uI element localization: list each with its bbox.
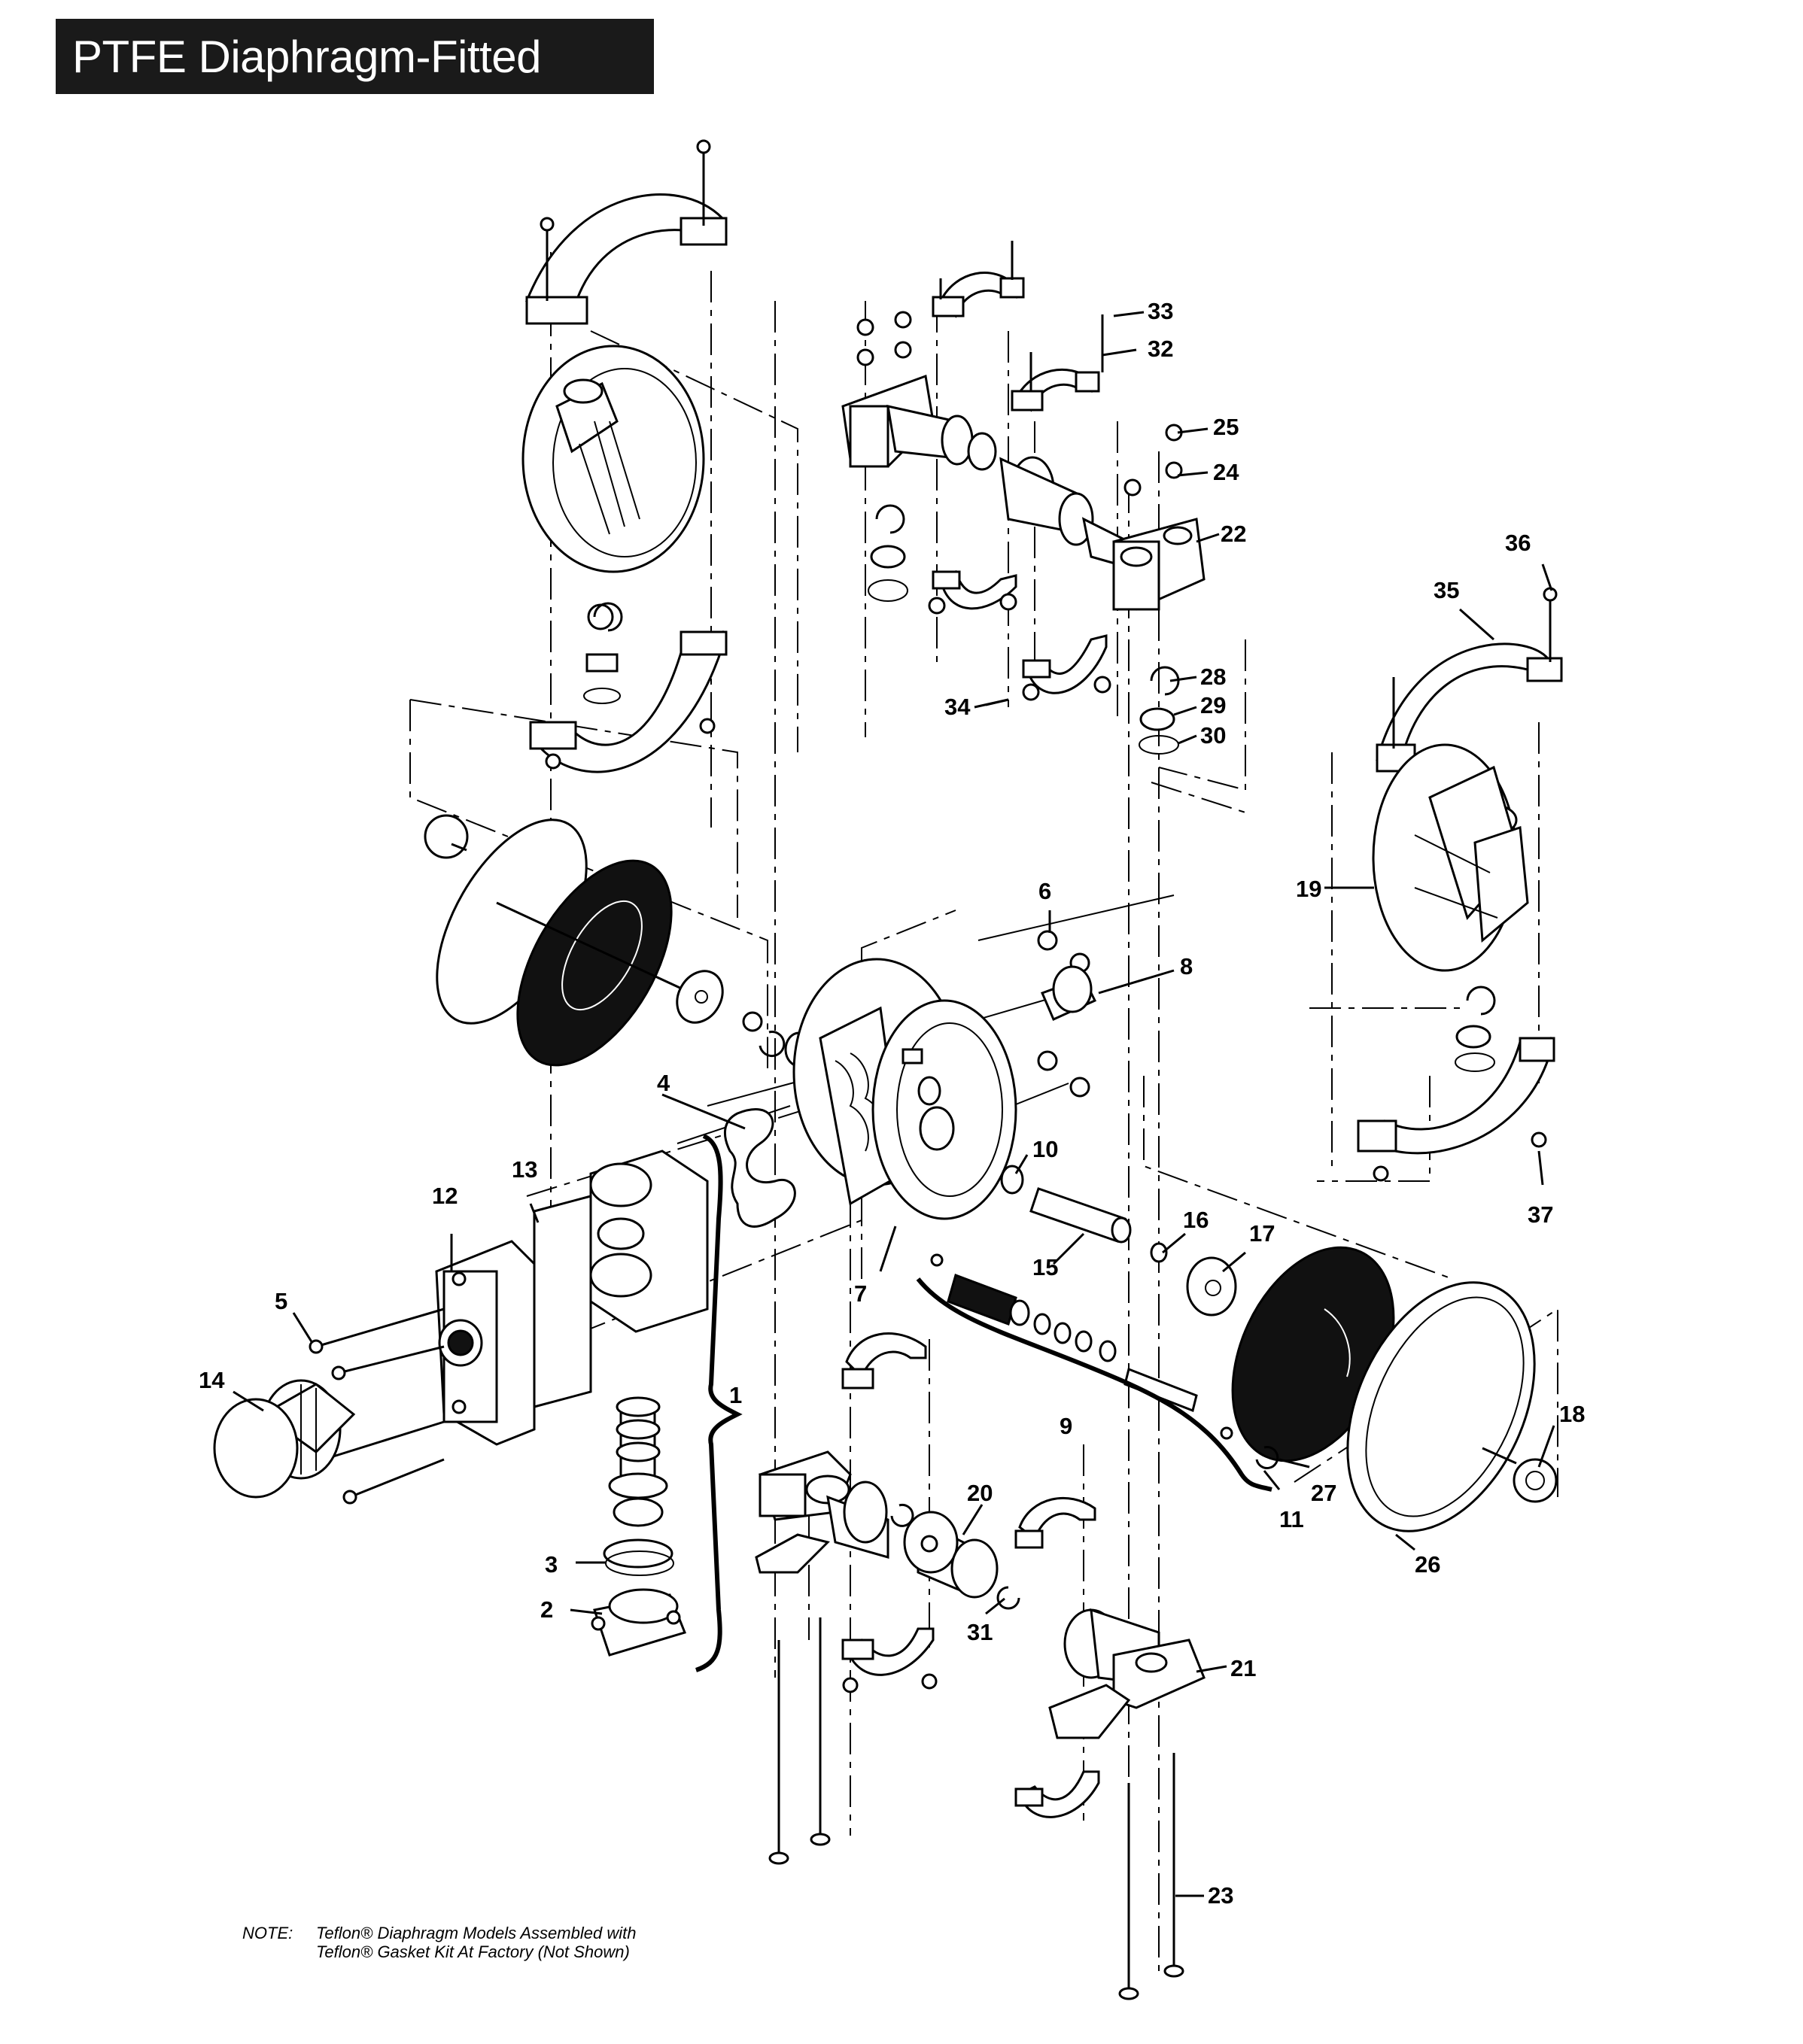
footnote-line-2: Teflon® Gasket Kit At Factory (Not Shown… [316,1942,630,1961]
callout-14: 14 [199,1367,225,1393]
right-liquid-chamber [1357,587,1563,1182]
right-diaphragm-assembly [1186,1246,1558,1532]
callout-5: 5 [275,1288,287,1314]
page-title-text: PTFE Diaphragm-Fitted [72,31,542,82]
pilot-valve-assembly [916,1253,1272,1492]
left-diaphragm-assembly [424,814,814,1068]
callout-7: 7 [854,1280,867,1307]
callout-13: 13 [512,1156,537,1183]
callout-10: 10 [1032,1136,1058,1162]
leader-lines [233,311,1555,1897]
callout-labels: 1 2 3 4 5 6 7 8 9 10 11 12 13 14 15 16 1… [199,298,1585,1909]
callout-37: 37 [1528,1201,1553,1228]
callout-34: 34 [944,694,971,720]
callout-9: 9 [1060,1413,1072,1439]
callout-21: 21 [1230,1655,1256,1681]
callout-8: 8 [1180,953,1193,979]
callout-36: 36 [1505,530,1531,556]
callout-32: 32 [1148,336,1173,362]
callout-4: 4 [657,1070,670,1096]
callout-26: 26 [1415,1551,1440,1578]
callout-27: 27 [1311,1480,1336,1506]
footnote-text: Teflon® Diaphragm Models Assembled with … [316,1924,843,1961]
callout-3: 3 [545,1551,558,1578]
callout-29: 29 [1200,692,1226,718]
callout-20: 20 [967,1480,993,1506]
callout-30: 30 [1200,722,1226,749]
page-title: PTFE Diaphragm-Fitted [56,19,654,94]
callout-24: 24 [1213,459,1239,485]
callout-16: 16 [1183,1207,1209,1233]
clamp-upper-centre [932,241,1108,694]
callout-1: 1 [729,1382,742,1408]
callout-11: 11 [1279,1506,1304,1532]
muffler [213,1379,356,1499]
center-section [792,930,1097,1220]
long-bolts [768,1617,1184,2000]
assembly-brace [695,1134,743,1672]
diaphragm-shaft [1029,1187,1168,1263]
callout-17: 17 [1249,1220,1275,1247]
callout-12: 12 [432,1183,458,1209]
callout-33: 33 [1148,298,1173,324]
callout-19: 19 [1296,876,1321,902]
air-valve-spool [591,1396,687,1657]
callout-28: 28 [1200,664,1226,690]
clamp-upper-left [525,139,728,325]
callout-23: 23 [1208,1882,1233,1909]
clamp-lower-left [529,603,728,773]
callout-15: 15 [1032,1254,1058,1280]
lower-right-inlet-manifold [1048,1608,1206,1739]
callout-22: 22 [1221,521,1246,547]
callout-35: 35 [1434,577,1459,603]
footnote-label: NOTE: [242,1924,293,1942]
upper-small-hardware [593,311,1183,755]
lower-inlet-manifold [755,1332,1100,1818]
callout-31: 31 [967,1619,993,1645]
callout-18: 18 [1559,1401,1585,1427]
footnote-line-1: Teflon® Diaphragm Models Assembled with [316,1924,637,1942]
left-liquid-chamber [521,345,705,573]
gasket [723,1108,796,1228]
air-valve-assembly [309,1150,709,1505]
callout-25: 25 [1213,414,1239,440]
callout-6: 6 [1038,878,1051,904]
upper-discharge-manifold [841,374,1206,611]
callout-2: 2 [540,1596,553,1623]
